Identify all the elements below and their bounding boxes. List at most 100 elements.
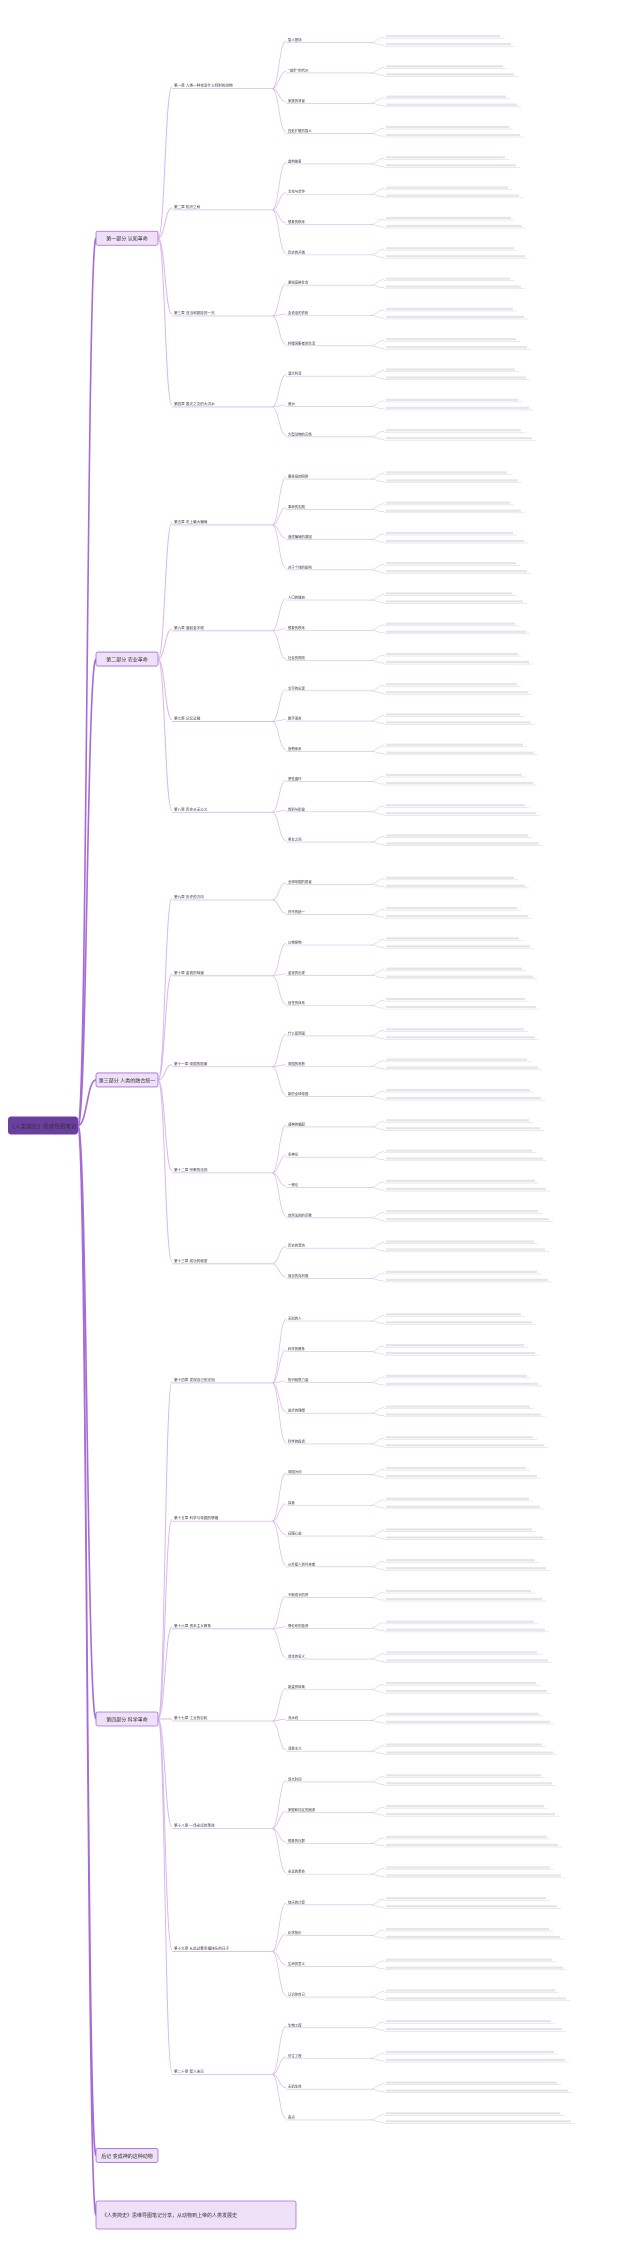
connector-line bbox=[369, 539, 385, 543]
connector-line bbox=[369, 1658, 385, 1662]
connector-line bbox=[157, 1079, 173, 1172]
detail-text-placeholder bbox=[386, 509, 521, 512]
connector-line bbox=[271, 313, 287, 317]
connector-line bbox=[369, 1868, 385, 1875]
connector-line bbox=[369, 436, 385, 440]
connector-line bbox=[271, 524, 287, 569]
topic-label: 对于个体的影响 bbox=[288, 564, 312, 569]
topic-label: 信任的体系 bbox=[288, 1000, 306, 1005]
topic-label: 历史的混沌 bbox=[288, 1243, 306, 1248]
chapter-label: 第十二章 宗教的法则 bbox=[174, 1167, 208, 1172]
chapter-label: 第七章 记忆过载 bbox=[174, 716, 201, 721]
connector-line bbox=[271, 162, 287, 211]
connector-line bbox=[271, 1626, 287, 1630]
connector-line bbox=[369, 1030, 385, 1037]
chapter-label: 第八章 历史从无公义 bbox=[174, 806, 208, 811]
detail-text-placeholder bbox=[386, 1218, 549, 1221]
detail-text-placeholder bbox=[386, 1444, 544, 1447]
detail-text-placeholder bbox=[386, 1344, 524, 1347]
connector-line bbox=[369, 690, 385, 694]
detail-text-placeholder bbox=[386, 1149, 532, 1152]
chapter-label: 第四章 毁灭之灾的大洪水 bbox=[174, 401, 215, 406]
topic-label: 想象的秩序 bbox=[288, 219, 306, 224]
detail-text-placeholder bbox=[386, 1405, 530, 1408]
topic-label: 人口的增加 bbox=[288, 595, 306, 600]
connector-line bbox=[271, 973, 287, 977]
topic-label: 四处扩散的智人 bbox=[288, 128, 312, 133]
connector-line bbox=[369, 254, 385, 258]
connector-line bbox=[369, 1561, 385, 1568]
connector-line bbox=[369, 72, 385, 76]
connector-line bbox=[369, 1242, 385, 1249]
topic-label: 恶性循环 bbox=[288, 776, 302, 781]
connector-line bbox=[369, 478, 385, 482]
detail-text-placeholder bbox=[386, 1589, 531, 1593]
connector-line bbox=[271, 1349, 287, 1384]
detail-text-placeholder bbox=[386, 1005, 536, 1009]
connector-line bbox=[271, 1933, 287, 1952]
connector-line bbox=[369, 1090, 385, 1097]
section-node bbox=[95, 230, 159, 246]
connector-line bbox=[369, 999, 385, 1006]
chapter-label: 第二十章 智人末日 bbox=[174, 2068, 204, 2073]
topic-label: 想象的秩序 bbox=[288, 625, 306, 630]
topic-label: 革命的实践 bbox=[288, 504, 306, 509]
connector-line bbox=[271, 2056, 287, 2075]
connector-line bbox=[271, 1718, 287, 1722]
section-label: 第二部分 农业革命 bbox=[106, 657, 148, 664]
connector-line bbox=[369, 1843, 385, 1847]
connector-line bbox=[157, 1718, 173, 1828]
topic-label: 狩猎采集者的生活 bbox=[288, 340, 316, 345]
detail-text-placeholder bbox=[386, 346, 527, 349]
connector-line bbox=[271, 40, 287, 89]
connector-line bbox=[369, 249, 385, 256]
connector-line bbox=[271, 1780, 287, 1829]
connector-line bbox=[271, 975, 287, 1005]
detail-text-placeholder bbox=[386, 133, 520, 137]
connector-line bbox=[369, 1996, 385, 2000]
connector-line bbox=[369, 806, 385, 813]
detail-text-placeholder bbox=[386, 1436, 533, 1439]
detail-text-placeholder bbox=[386, 1866, 550, 1869]
connector-line bbox=[271, 374, 287, 408]
detail-text-placeholder bbox=[386, 42, 511, 46]
connector-line bbox=[369, 1597, 385, 1601]
detail-text-placeholder bbox=[386, 683, 517, 686]
detail-text-placeholder bbox=[386, 842, 539, 845]
section-node bbox=[95, 2148, 159, 2163]
detail-text-placeholder bbox=[386, 975, 533, 978]
detail-text-placeholder bbox=[386, 2050, 554, 2054]
detail-text-placeholder bbox=[386, 1651, 537, 1654]
connector-line bbox=[369, 1060, 385, 1067]
connector-line bbox=[369, 1320, 385, 1324]
connector-line bbox=[369, 163, 385, 167]
chapter-label: 第十八章 一场永远的革命 bbox=[174, 1823, 215, 1828]
connector-line bbox=[369, 218, 385, 225]
connector-line bbox=[369, 1468, 385, 1475]
section-label: 第一部分 认知革命 bbox=[106, 236, 148, 243]
topic-label: 奇点 bbox=[288, 2114, 295, 2119]
connector-line bbox=[157, 207, 173, 239]
detail-text-placeholder bbox=[386, 914, 528, 918]
connector-line bbox=[369, 939, 385, 946]
connector-line bbox=[271, 315, 287, 345]
connector-line bbox=[271, 1382, 287, 1443]
detail-text-placeholder bbox=[386, 781, 533, 785]
connector-line bbox=[369, 878, 385, 885]
detail-text-placeholder bbox=[386, 194, 519, 197]
section-node bbox=[95, 651, 159, 667]
detail-text-placeholder bbox=[386, 437, 532, 440]
connector-line bbox=[271, 630, 287, 660]
connector-line bbox=[369, 1714, 385, 1721]
topic-label: 盲目的克利俄 bbox=[288, 1273, 309, 1278]
topic-label: 不断成长的饼 bbox=[288, 1592, 309, 1597]
connector-line bbox=[369, 1156, 385, 1160]
connector-line bbox=[369, 685, 385, 692]
detail-text-placeholder bbox=[386, 1835, 547, 1838]
topic-label: 科学的投资 bbox=[288, 1438, 306, 1443]
connector-line bbox=[369, 569, 385, 573]
connector-line bbox=[271, 809, 287, 813]
connector-line bbox=[369, 1873, 385, 1877]
detail-text-placeholder bbox=[386, 630, 526, 633]
detail-text-placeholder bbox=[386, 1804, 544, 1808]
